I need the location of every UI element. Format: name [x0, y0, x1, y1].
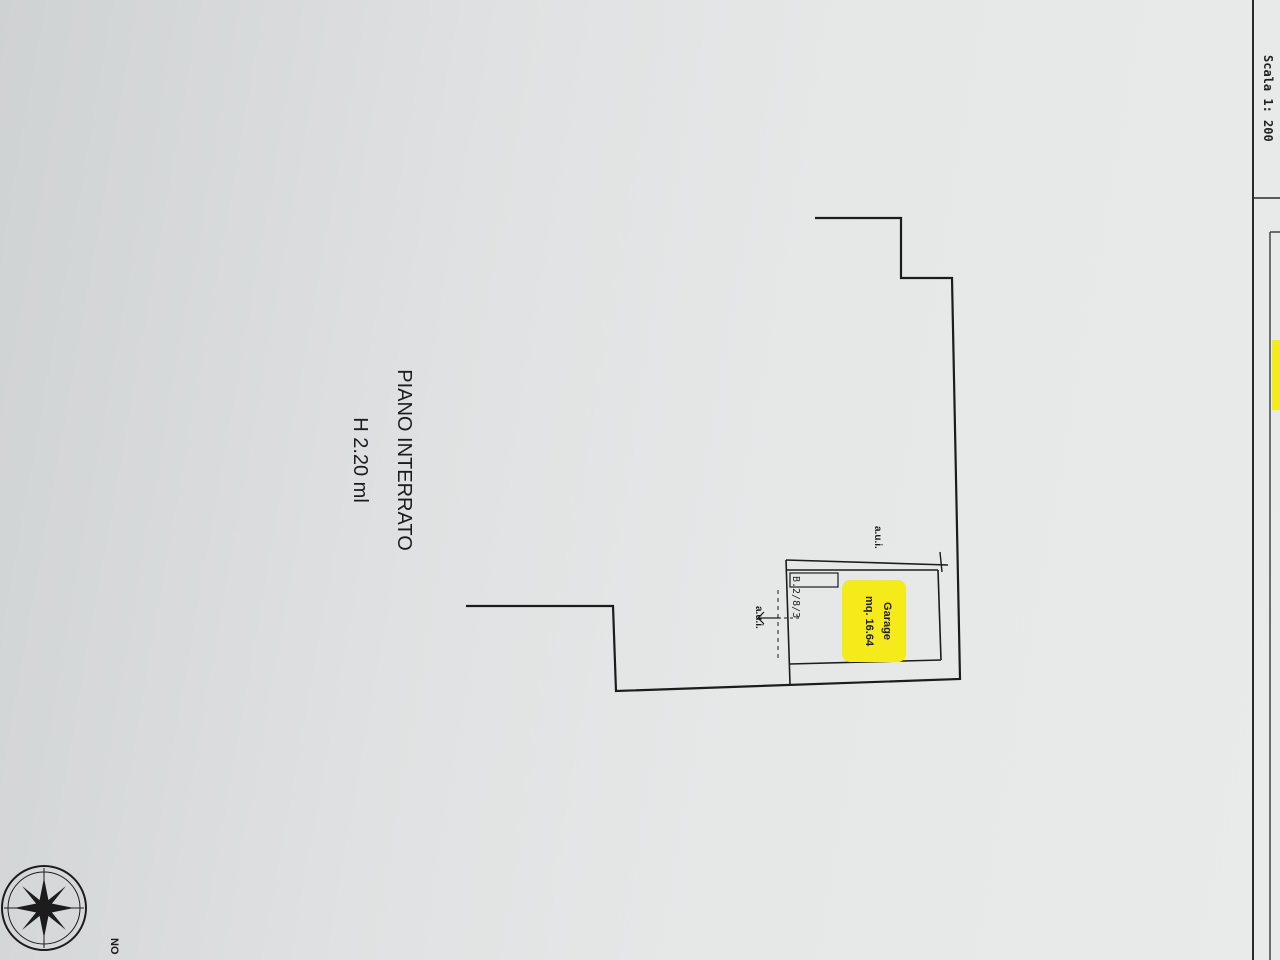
garage-area: mq. 16.64: [863, 596, 875, 647]
garage-wall-top: [785, 559, 949, 566]
title-block: Scala 1: 200: [1252, 0, 1280, 960]
arrow-icon: [757, 611, 780, 625]
dimension-box: [789, 572, 839, 588]
garage-name: Garage: [881, 602, 893, 640]
garage-wall-left: [785, 559, 791, 685]
title-block-highlight: [1272, 340, 1280, 410]
floor-title: PIANO INTERRATO: [393, 369, 415, 551]
compass-rose-icon: [1, 865, 87, 951]
dimension-label: B.2/8/3: [790, 576, 801, 618]
floor-height: H 2.20 ml: [349, 417, 371, 503]
scale-label: Scala 1: 200: [1261, 55, 1275, 142]
garage-wall-right: [937, 569, 942, 661]
garage-wall-tick: [939, 551, 943, 573]
garage-walls: [772, 551, 949, 685]
garage-highlight: [842, 580, 906, 662]
outer-wall-outline: [466, 216, 962, 693]
partial-label: NO: [108, 938, 120, 955]
wall-marker-top: a.u.i.: [872, 526, 883, 549]
